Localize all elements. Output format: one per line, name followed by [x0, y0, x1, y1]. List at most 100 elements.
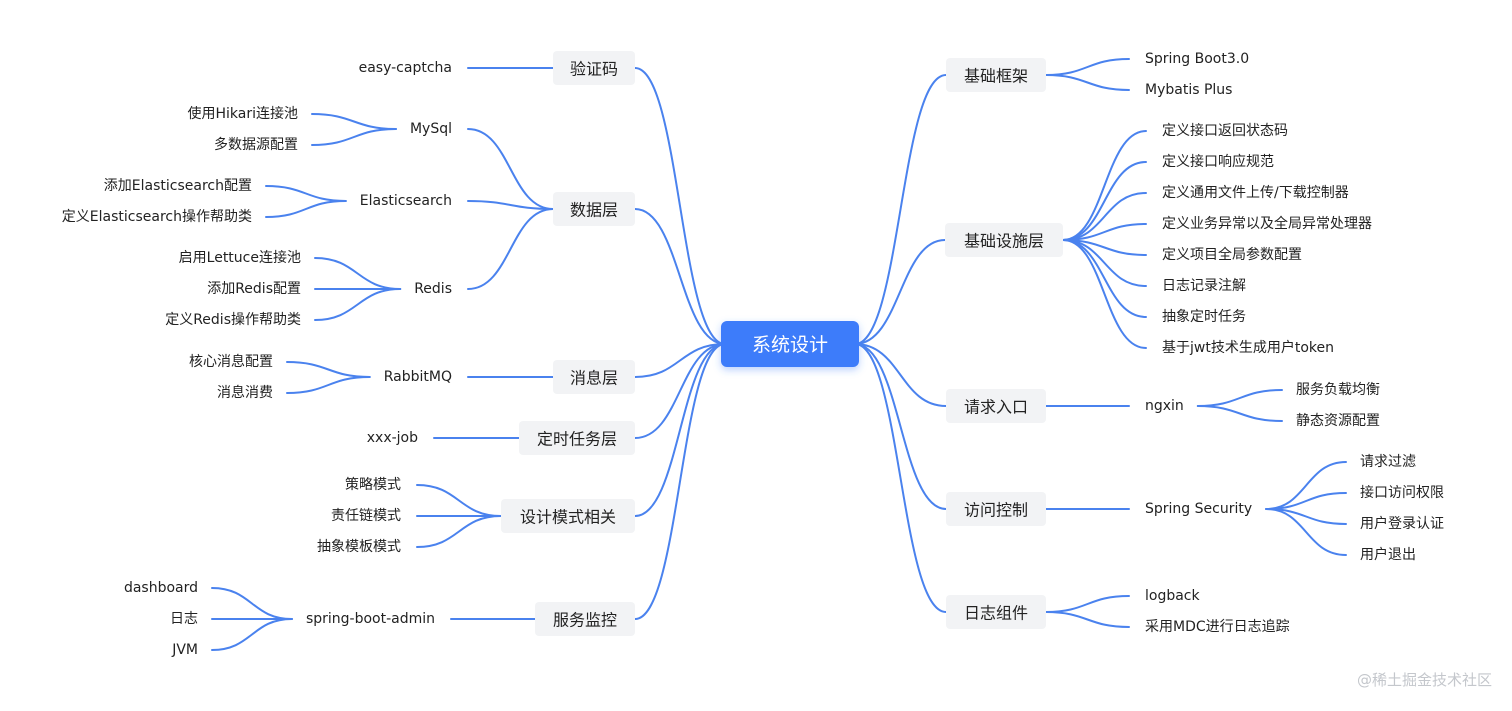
leaf-right-2-0-0-label: 服务负载均衡	[1296, 382, 1380, 398]
connector-root-right-3	[854, 343, 947, 510]
branch-label-left-5: 服务监控	[553, 611, 617, 630]
node-right-3-0-label: Spring Security	[1145, 501, 1252, 517]
connector-left-2-0-1	[286, 376, 371, 394]
node-left-4-2-label: 抽象模板模式	[317, 539, 401, 555]
branch-label-left-0: 验证码	[570, 60, 618, 79]
branch-node-left-4[interactable]	[501, 499, 635, 533]
node-right-4-0-label: logback	[1145, 588, 1201, 604]
leaf-right-2-0-1-label: 静态资源配置	[1296, 413, 1380, 429]
leaf-left-1-2-2-label: 定义Redis操作帮助类	[165, 312, 301, 328]
node-right-0-1-label: Mybatis Plus	[1145, 82, 1232, 98]
node-right-0-0-label: Spring Boot3.0	[1145, 51, 1249, 67]
connector-left-1-1	[467, 200, 554, 210]
root-node[interactable]	[721, 321, 859, 367]
node-right-1-1-label: 定义接口响应规范	[1162, 153, 1274, 170]
node-right-1-6-label: 抽象定时任务	[1162, 309, 1246, 325]
connector-left-4-2	[416, 515, 502, 548]
connector-right-1-2	[1062, 192, 1147, 241]
branch-node-right-4[interactable]	[946, 595, 1046, 629]
connector-root-left-1	[634, 208, 726, 345]
branch-node-left-2[interactable]	[553, 360, 635, 394]
connector-left-4-0	[416, 484, 502, 517]
node-left-5-0-label: spring-boot-admin	[306, 611, 435, 627]
connector-left-2-0-0	[286, 361, 371, 378]
connector-right-0-1	[1045, 74, 1130, 91]
connector-right-4-1	[1045, 611, 1130, 628]
leaf-left-1-0-0-label: 使用Hikari连接池	[187, 105, 298, 122]
node-left-1-1-label: Elasticsearch	[360, 193, 452, 209]
connector-root-right-0	[854, 74, 947, 345]
branch-node-left-5[interactable]	[535, 602, 635, 636]
branch-label-left-2: 消息层	[570, 369, 618, 388]
node-left-1-0-label: MySql	[410, 121, 452, 137]
connector-left-5-0-2	[211, 618, 293, 651]
branch-node-right-0[interactable]	[946, 58, 1046, 92]
connector-right-3-0-3	[1265, 508, 1347, 556]
connector-right-1-6	[1062, 239, 1147, 318]
connector-root-left-4	[634, 343, 726, 517]
root-label: 系统设计	[752, 334, 828, 356]
connector-root-left-0	[634, 67, 726, 345]
leaf-right-3-0-3-label: 用户退出	[1360, 546, 1416, 563]
connector-left-1-0-1	[311, 128, 397, 146]
branch-label-left-4: 设计模式相关	[520, 508, 616, 527]
connector-root-left-3	[634, 343, 726, 439]
branch-node-right-1[interactable]	[945, 223, 1063, 257]
branch-node-left-0[interactable]	[553, 51, 635, 85]
leaf-left-1-1-0-label: 添加Elasticsearch配置	[104, 178, 252, 194]
connector-right-1-7	[1062, 239, 1147, 349]
node-left-1-2-label: Redis	[414, 281, 452, 297]
leaf-right-3-0-0-label: 请求过滤	[1360, 454, 1416, 470]
leaf-left-2-0-0-label: 核心消息配置	[189, 353, 273, 370]
branch-label-right-2: 请求入口	[964, 398, 1028, 417]
connector-lines	[211, 58, 1347, 651]
node-right-1-5-label: 日志记录注解	[1162, 278, 1246, 294]
connector-left-1-1-0	[265, 185, 347, 202]
leaf-right-3-0-2-label: 用户登录认证	[1360, 515, 1444, 532]
node-right-1-4-label: 定义项目全局参数配置	[1162, 246, 1302, 263]
connector-root-right-2	[854, 343, 947, 407]
connector-right-1-1	[1062, 161, 1147, 241]
connector-left-5-0-0	[211, 587, 293, 620]
node-right-1-3-label: 定义业务异常以及全局异常处理器	[1162, 215, 1372, 232]
node-left-3-0-label: xxx-job	[367, 430, 418, 446]
leaf-left-1-0-1-label: 多数据源配置	[214, 136, 298, 153]
leaf-left-1-2-1-label: 添加Redis配置	[207, 281, 301, 297]
branch-node-left-1[interactable]	[553, 192, 635, 226]
connector-root-left-2	[634, 343, 726, 378]
connector-left-1-2-2	[314, 288, 402, 321]
connector-right-4-0	[1045, 595, 1130, 613]
node-right-1-2-label: 定义通用文件上传/下载控制器	[1162, 185, 1349, 201]
node-left-2-0-label: RabbitMQ	[384, 369, 452, 385]
branch-node-right-2[interactable]	[946, 389, 1046, 423]
leaf-left-5-0-0-label: dashboard	[124, 580, 198, 596]
connector-right-3-0-0	[1265, 461, 1347, 510]
connector-root-left-5	[634, 343, 726, 620]
node-left-4-0-label: 策略模式	[345, 476, 401, 493]
branch-label-right-1: 基础设施层	[964, 232, 1044, 251]
node-right-1-0-label: 定义接口返回状态码	[1162, 122, 1288, 139]
branch-node-right-3[interactable]	[946, 492, 1046, 526]
connector-root-right-1	[854, 239, 946, 345]
leaf-left-1-2-0-label: 启用Lettuce连接池	[179, 249, 301, 266]
connector-right-0-0	[1045, 58, 1130, 76]
watermark: @稀土掘金技术社区	[1357, 671, 1492, 689]
leaf-left-2-0-1-label: 消息消费	[217, 384, 273, 401]
branch-label-left-1: 数据层	[570, 201, 618, 220]
branch-label-left-3: 定时任务层	[537, 430, 617, 449]
leaf-left-1-1-1-label: 定义Elasticsearch操作帮助类	[62, 209, 252, 225]
leaf-left-5-0-2-label: JVM	[171, 642, 198, 658]
branch-label-right-3: 访问控制	[964, 501, 1028, 520]
connector-right-1-0	[1062, 130, 1147, 241]
node-left-0-0-label: easy-captcha	[359, 60, 452, 76]
connector-left-1-2	[467, 208, 554, 290]
mindmap-nodes: 系统设计 验证码 easy-captcha 数据层 MySql 使用Hikari连接池多数…	[62, 51, 1444, 658]
connector-left-1-1-1	[265, 200, 347, 218]
branch-node-left-3[interactable]	[519, 421, 635, 455]
node-right-2-0-label: ngxin	[1145, 398, 1184, 414]
leaf-left-5-0-1-label: 日志	[170, 611, 198, 627]
connector-right-2-0-0	[1196, 389, 1283, 407]
node-right-4-1-label: 采用MDC进行日志追踪	[1145, 619, 1290, 635]
connector-left-1-0-0	[311, 113, 397, 130]
